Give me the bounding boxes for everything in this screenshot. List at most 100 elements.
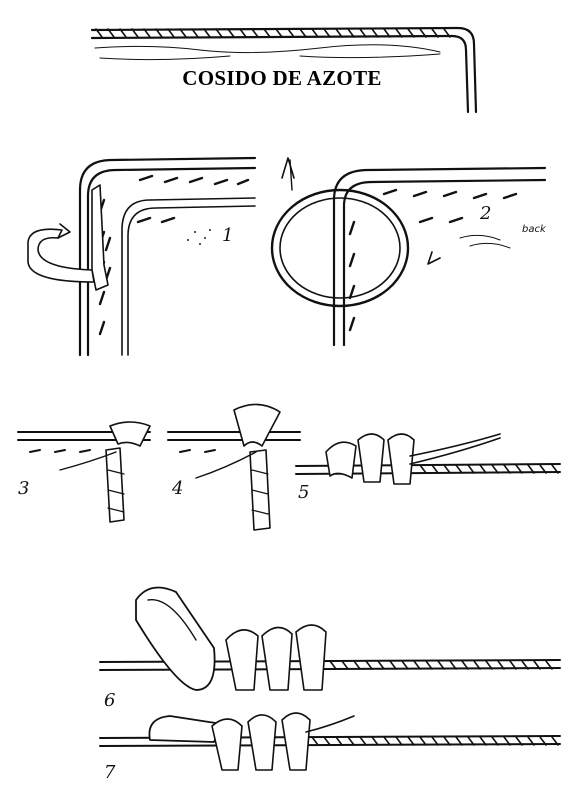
rope-twist-mark (179, 28, 187, 38)
rope-twist-mark (131, 28, 139, 38)
rope-twist-mark (491, 464, 499, 474)
rope-twist-mark (335, 736, 343, 746)
rope-twist-mark (503, 464, 511, 474)
rope-twist-mark (419, 736, 427, 746)
rope-twist-mark (263, 28, 271, 38)
rope-twist-mark (467, 736, 475, 746)
rope-twist-mark (473, 660, 481, 670)
rope-twist-mark (275, 28, 283, 38)
rope-twist-mark (227, 28, 235, 38)
step-label-7: 7 (104, 762, 116, 783)
figure-1 (27, 156, 257, 357)
rope-twist-mark (443, 28, 451, 38)
back-annotation: back (522, 224, 546, 235)
step-label-6: 6 (104, 690, 116, 711)
rope-twist-mark (371, 736, 379, 746)
rope-twist-mark (419, 464, 427, 474)
rope-twist-mark (383, 736, 391, 746)
rope-twist-mark (533, 660, 541, 670)
rope-twist-mark (431, 736, 439, 746)
rope-twist-mark (395, 736, 403, 746)
rope-twist-mark (215, 28, 223, 38)
rope-twist-mark (479, 736, 487, 746)
rope-twist-mark (431, 28, 439, 38)
rope-twist-mark (389, 660, 397, 670)
rope-twist-mark (365, 660, 373, 670)
rope-twist-mark (335, 28, 343, 38)
rope-twist-mark (539, 736, 547, 746)
rope-twist-mark (443, 736, 451, 746)
rope-twist-mark (437, 660, 445, 670)
rope-twist-mark (545, 660, 553, 670)
rope-twist-mark (299, 28, 307, 38)
rope-twist-mark (395, 28, 403, 38)
rope-twist-mark (407, 28, 415, 38)
rope-twist-mark (485, 660, 493, 670)
rope-twist-mark (377, 660, 385, 670)
rope-twist-mark (449, 660, 457, 670)
figure-4 (167, 403, 301, 531)
figure-6 (99, 586, 561, 691)
rope-twist-mark (95, 28, 103, 38)
rope-twist-mark (347, 736, 355, 746)
step-label-5: 5 (298, 482, 310, 503)
step-label-2: 2 (480, 203, 492, 224)
rope-twist-mark (419, 28, 427, 38)
rope-twist-mark (491, 736, 499, 746)
rope-twist-mark (311, 736, 319, 746)
rope-twist-mark (341, 660, 349, 670)
rope-twist-mark (401, 660, 409, 670)
rope-twist-mark (191, 28, 199, 38)
rope-twist-mark (527, 464, 535, 474)
step-label-4: 4 (172, 478, 184, 499)
rope-twist-mark (461, 660, 469, 670)
rope-twist-mark (251, 28, 259, 38)
step-label-3: 3 (18, 478, 30, 499)
figure-5 (295, 433, 561, 485)
rope-twist-mark (359, 28, 367, 38)
rope-twist-mark (479, 464, 487, 474)
figure-2 (270, 157, 547, 347)
rope-twist-mark (119, 28, 127, 38)
rope-twist-mark (311, 28, 319, 38)
rope-twist-mark (515, 736, 523, 746)
rope-twist-mark (509, 660, 517, 670)
rope-twist-mark (323, 28, 331, 38)
rope-twist-mark (353, 660, 361, 670)
rope-twist-mark (551, 736, 559, 746)
rope-twist-mark (455, 464, 463, 474)
rope-twist-mark (383, 28, 391, 38)
rope-twist-mark (443, 464, 451, 474)
rope-twist-mark (167, 28, 175, 38)
rope-twist-mark (515, 464, 523, 474)
rope-twist-mark (347, 28, 355, 38)
diagram-title: COSIDO DE AZOTE (182, 66, 382, 90)
rope-twist-mark (287, 28, 295, 38)
rope-twist-mark (371, 28, 379, 38)
rope-twist-mark (329, 660, 337, 670)
rope-twist-mark (107, 28, 115, 38)
rope-twist-mark (539, 464, 547, 474)
step-label-1: 1 (222, 225, 234, 246)
rope-twist-mark (359, 736, 367, 746)
rope-twist-mark (503, 736, 511, 746)
rope-twist-mark (455, 736, 463, 746)
header-rope-border (90, 26, 478, 114)
rope-twist-mark (323, 736, 331, 746)
rope-twist-mark (521, 660, 529, 670)
rope-twist-mark (431, 464, 439, 474)
rope-twist-mark (203, 28, 211, 38)
figure-3 (17, 421, 151, 523)
rope-twist-mark (407, 736, 415, 746)
rope-twist-mark (497, 660, 505, 670)
rope-twist-mark (413, 660, 421, 670)
rope-twist-mark (155, 28, 163, 38)
rope-twist-mark (527, 736, 535, 746)
rope-twist-mark (425, 660, 433, 670)
rope-twist-mark (551, 464, 559, 474)
rope-twist-mark (239, 28, 247, 38)
rope-twist-mark (467, 464, 475, 474)
figure-7 (99, 712, 561, 771)
